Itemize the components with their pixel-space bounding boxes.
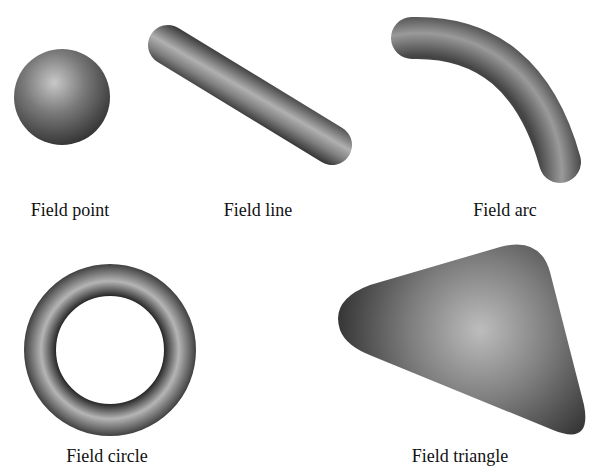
torus-shape bbox=[40, 280, 180, 420]
shape-caption: Field circle bbox=[66, 446, 147, 468]
shape-caption: Field triangle bbox=[412, 446, 508, 468]
arc-shape bbox=[412, 38, 560, 162]
sphere-shape bbox=[14, 49, 110, 145]
triangle-shape bbox=[338, 244, 585, 434]
shape-caption: Field point bbox=[31, 200, 110, 222]
capsule-shape bbox=[168, 45, 332, 145]
shape-caption: Field arc bbox=[473, 200, 536, 222]
shape-caption: Field line bbox=[224, 200, 293, 222]
